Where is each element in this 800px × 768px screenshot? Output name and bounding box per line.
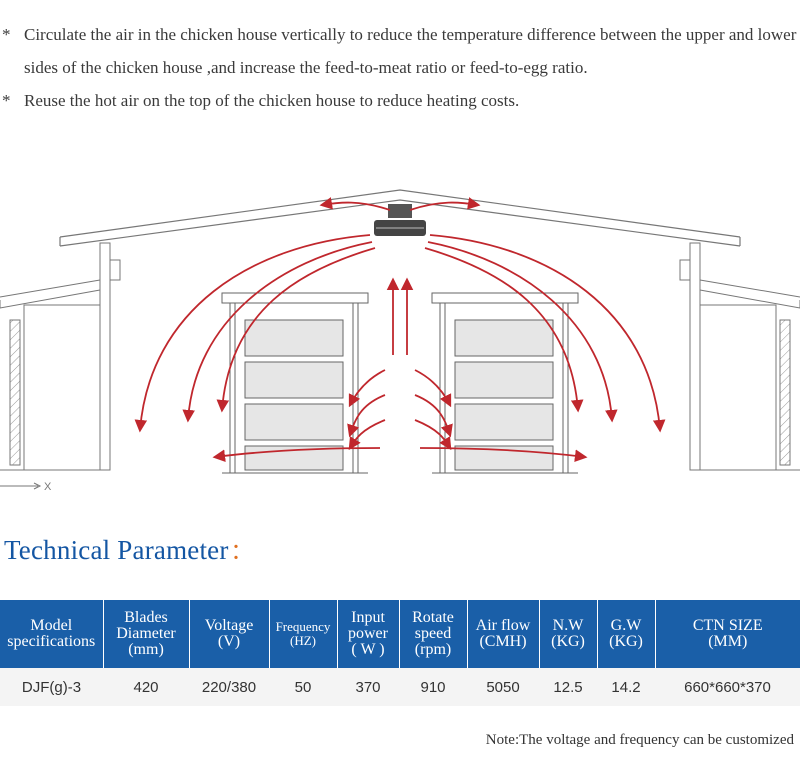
cell-input-power: 370 — [337, 668, 399, 706]
title-text: Technical Parameter — [4, 535, 229, 565]
cell-frequency: 50 — [269, 668, 337, 706]
x-axis-label: X — [44, 481, 52, 493]
header-voltage: Voltage(V) — [189, 600, 270, 668]
right-cage-rack — [431, 292, 579, 474]
right-annex — [679, 242, 800, 471]
left-cage-rack — [221, 292, 369, 474]
cell-blades-diameter: 420 — [103, 668, 189, 706]
bullet-star: * — [2, 25, 11, 44]
header-gross-weight: G.W(KG) — [597, 600, 656, 668]
airflow-diagram: X — [0, 189, 800, 493]
bullet-item: * Reuse the hot air on the top of the ch… — [0, 84, 800, 117]
cell-air-flow: 5050 — [467, 668, 539, 706]
cell-voltage: 220/380 — [189, 668, 269, 706]
customization-note: Note:The voltage and frequency can be cu… — [485, 732, 794, 748]
header-ctn-size: CTN SIZE(MM) — [655, 600, 800, 668]
table-row: DJF(g)-3 420 220/380 50 370 910 5050 12.… — [0, 668, 800, 706]
cell-net-weight: 12.5 — [539, 668, 597, 706]
header-net-weight: N.W(KG) — [539, 600, 598, 668]
cell-model: DJF(g)-3 — [0, 668, 103, 706]
airflow-arrows — [134, 197, 666, 462]
bullet-text: Circulate the air in the chicken house v… — [24, 25, 797, 77]
title-colon: ： — [230, 539, 253, 564]
technical-parameter-title: Technical Parameter： — [4, 534, 253, 566]
ceiling-fan-icon — [374, 204, 426, 236]
house-roof — [59, 189, 741, 247]
left-annex — [0, 242, 121, 471]
cell-ctn-size: 660*660*370 — [655, 668, 800, 706]
feature-bullets: * Circulate the air in the chicken house… — [0, 18, 800, 117]
cell-rotate-speed: 910 — [399, 668, 467, 706]
cell-gross-weight: 14.2 — [597, 668, 655, 706]
bullet-star: * — [2, 91, 11, 110]
bullet-text: Reuse the hot air on the top of the chic… — [24, 91, 520, 110]
header-frequency: Frequency(HZ) — [269, 600, 338, 668]
bullet-item: * Circulate the air in the chicken house… — [0, 18, 800, 84]
header-air-flow: Air flow(CMH) — [467, 600, 540, 668]
x-axis: X — [0, 481, 52, 493]
